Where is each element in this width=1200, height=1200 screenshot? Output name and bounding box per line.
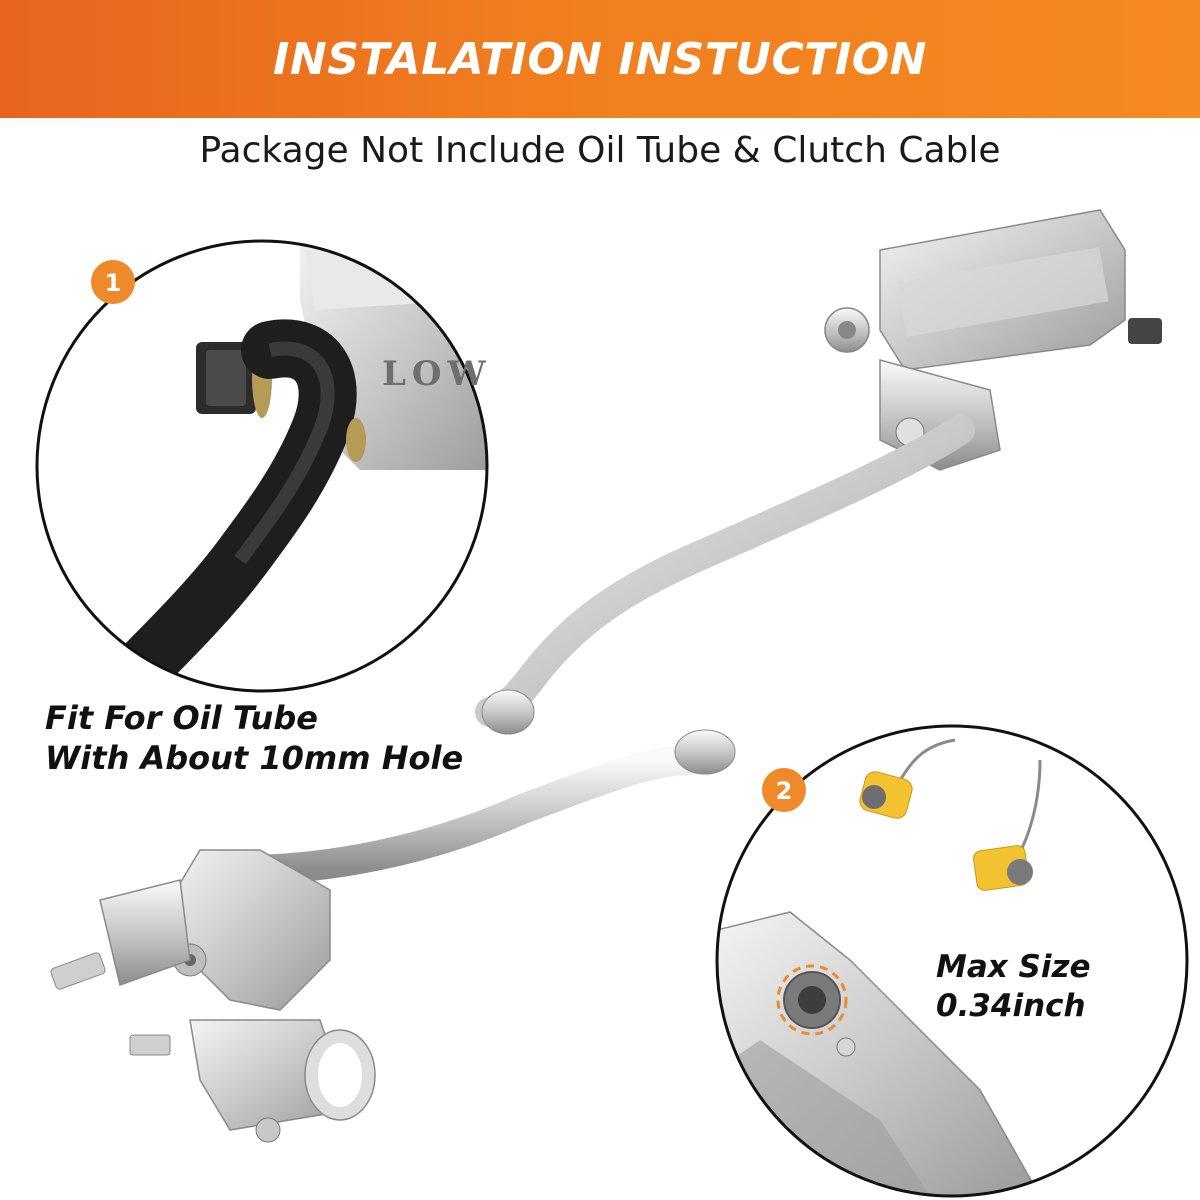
oil-tube-caption-line-1: Fit For Oil Tube	[45, 699, 318, 737]
badge-2: 2	[762, 768, 806, 812]
badge-1-label: 1	[105, 269, 122, 297]
cable-size-caption: Max Size 0.34inch	[936, 948, 1091, 1026]
oil-tube-caption: Fit For Oil Tube With About 10mm Hole	[45, 698, 463, 778]
badge-1: 1	[91, 260, 135, 304]
cable-size-caption-line-2: 0.34inch	[936, 987, 1086, 1024]
clutch-lever-assembly	[50, 729, 736, 1143]
package-note: Package Not Include Oil Tube & Clutch Ca…	[199, 130, 1001, 171]
brake-lever-master-cylinder	[475, 209, 1162, 735]
cable-size-caption-line-1: Max Size	[936, 949, 1091, 985]
badge-2-label: 2	[776, 777, 793, 805]
header-banner: INSTALATION INSTUCTION	[0, 0, 1200, 118]
oil-tube-caption-line-2: With About 10mm Hole	[45, 739, 464, 777]
banner-title: INSTALATION INSTUCTION	[273, 33, 927, 85]
embossed-low-text: LOW	[382, 354, 492, 394]
